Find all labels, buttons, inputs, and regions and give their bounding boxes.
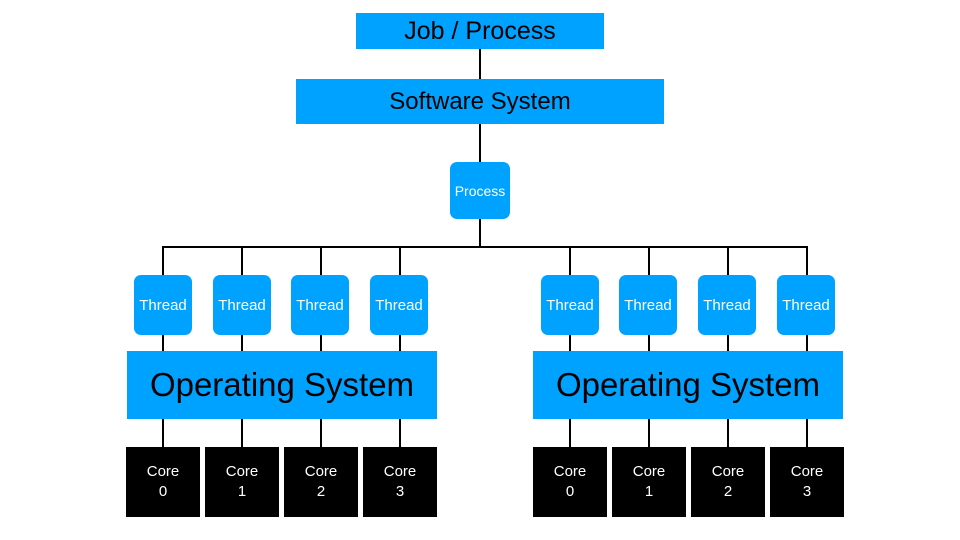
connector-software-process xyxy=(479,124,481,162)
core-box-left-0: Core 0 xyxy=(126,447,200,517)
thread-box-right-2: Thread xyxy=(698,275,756,335)
job-process-box: Job / Process xyxy=(356,13,604,49)
thread-box-right-1: Thread xyxy=(619,275,677,335)
thread-box-right-3: Thread xyxy=(777,275,835,335)
core-box-right-3: Core 3 xyxy=(770,447,844,517)
thread-box-right-0: Thread xyxy=(541,275,599,335)
core-box-left-3: Core 3 xyxy=(363,447,437,517)
connector-thread-right-3 xyxy=(806,246,808,447)
connector-job-software xyxy=(479,49,481,79)
software-system-box: Software System xyxy=(296,79,664,124)
thread-bus-line xyxy=(162,246,808,248)
core-box-left-1: Core 1 xyxy=(205,447,279,517)
connector-process-bus xyxy=(479,219,481,247)
connector-thread-right-1 xyxy=(648,246,650,447)
core-box-right-1: Core 1 xyxy=(612,447,686,517)
connector-thread-right-0 xyxy=(569,246,571,447)
connector-thread-left-0 xyxy=(162,246,164,447)
core-box-right-0: Core 0 xyxy=(533,447,607,517)
operating-system-box-right: Operating System xyxy=(533,351,843,419)
connector-thread-left-3 xyxy=(399,246,401,447)
process-box: Process xyxy=(450,162,510,219)
thread-box-left-1: Thread xyxy=(213,275,271,335)
thread-box-left-3: Thread xyxy=(370,275,428,335)
thread-box-left-2: Thread xyxy=(291,275,349,335)
thread-box-left-0: Thread xyxy=(134,275,192,335)
core-box-right-2: Core 2 xyxy=(691,447,765,517)
connector-thread-left-2 xyxy=(320,246,322,447)
core-box-left-2: Core 2 xyxy=(284,447,358,517)
connector-thread-right-2 xyxy=(727,246,729,447)
connector-thread-left-1 xyxy=(241,246,243,447)
operating-system-box-left: Operating System xyxy=(127,351,437,419)
